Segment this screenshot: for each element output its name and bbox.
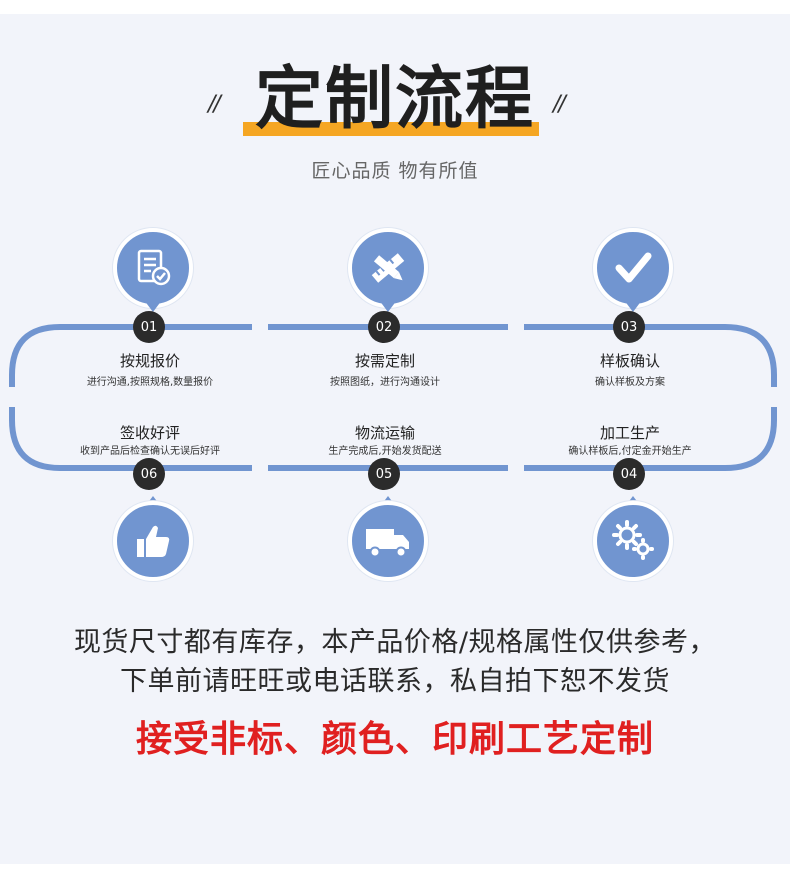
step-1-pointer [144,300,162,312]
track-arc-left-top [9,324,61,387]
step-2-number: 02 [368,311,400,343]
step-6-circle [113,501,193,581]
step-2-pointer [379,300,397,312]
thumbs-up-icon [137,525,170,557]
track-arc-right-bottom [724,407,777,471]
title-section: // 定制流程 // [0,52,790,152]
checkmark-icon [615,252,652,283]
step-3-desc: 确认样板及方案 [595,377,665,388]
step-3-circle [593,228,673,308]
step-1-desc: 进行沟通,按照规格,数量报价 [86,377,214,388]
track-arc-right-top [724,324,777,387]
subtitle: 匠心品质 物有所值 [311,160,479,182]
page-title: 定制流程 [254,60,535,139]
gears-icon [612,520,654,560]
step-4-circle [593,501,673,581]
step-6-number: 06 [133,458,165,490]
step-5-title: 物流运输 [354,424,415,442]
document-check-icon [137,249,171,286]
pencil-ruler-icon [371,253,405,283]
step-2-desc: 按照图纸，进行沟通设计 [330,377,440,388]
step-6-title: 签收好评 [119,424,180,442]
step-1-number: 01 [133,311,165,343]
step-1-circle [113,228,193,308]
step-5-circle [348,501,428,581]
custom-highlight: 接受非标、颜色、印刷工艺定制 [135,719,654,760]
step-5-number: 05 [368,458,400,490]
slash-right: // [553,92,566,117]
note-line-1: 现货尺寸都有库存，本产品价格/规格属性仅供参考， [73,627,717,658]
track-arc-left-bottom [9,407,61,471]
step-4-desc: 确认样板后,付定金开始生产 [568,446,692,457]
slash-left: // [208,92,221,117]
step-4-title: 加工生产 [599,424,660,442]
truck-icon [366,529,409,558]
step-1-title: 按规报价 [119,352,180,370]
title-underline [243,122,539,136]
step-5-desc: 生产完成后,开始发货配送 [328,446,442,457]
step-2-title: 按需定制 [354,352,415,370]
step-4-number: 04 [613,458,645,490]
step-2-circle [348,228,428,308]
step-3-pointer [624,300,642,312]
step-3-number: 03 [613,311,645,343]
step-3-title: 样板确认 [599,352,660,370]
note-line-2: 下单前请旺旺或电话联系，私自拍下恕不发货 [120,666,670,697]
background-panel [0,14,790,864]
step-6-desc: 收到产品后检查确认无误后好评 [80,446,220,457]
